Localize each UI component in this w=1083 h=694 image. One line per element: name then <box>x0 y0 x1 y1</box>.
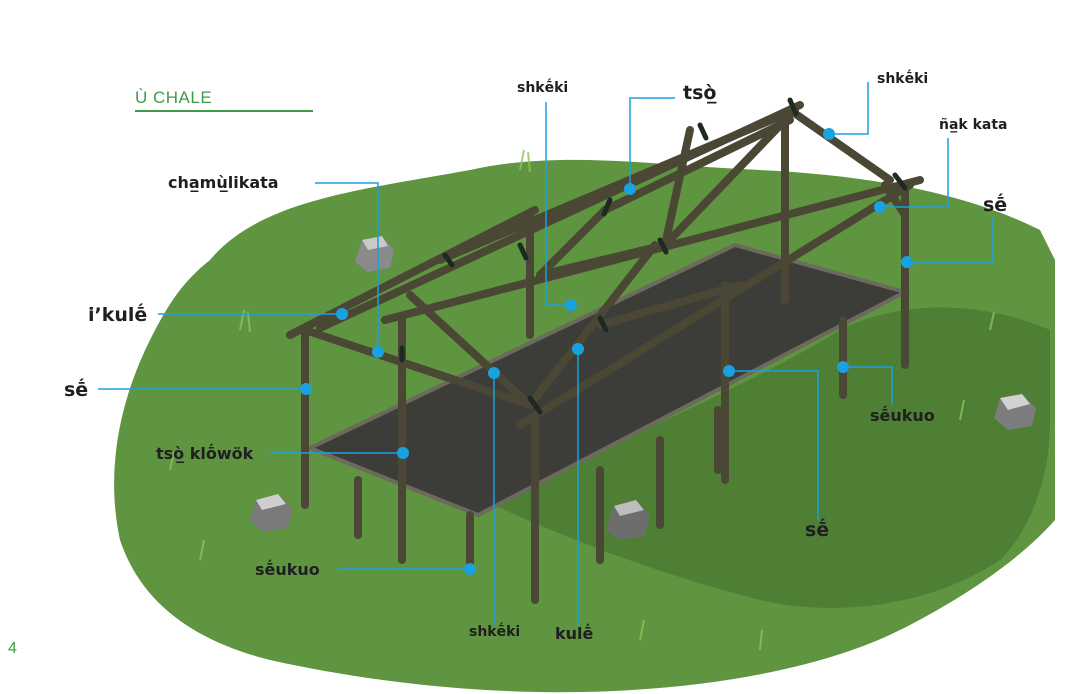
page-title: Ù CHALE <box>135 88 213 107</box>
label-seukuo-left: sḗukuo <box>255 560 320 579</box>
label-se-mid: sḗ <box>805 519 830 541</box>
rock <box>606 500 650 540</box>
label-se-right: sḗ <box>983 194 1008 216</box>
lashings <box>399 97 908 415</box>
label-tso-klowok: tsò̲ klṓwök <box>156 444 254 463</box>
label-shkeki-top: shkḗki <box>517 80 569 96</box>
label-se-left: sḗ <box>64 379 89 401</box>
leader-lines <box>98 82 994 626</box>
label-ikule: i’kulḗ <box>88 304 148 326</box>
label-shkeki-bottom: shkḗki <box>469 624 521 640</box>
rock <box>250 494 292 532</box>
label-chamulikata: cha̲mù̲likata <box>168 173 279 192</box>
label-seukuo-right: sḗukuo <box>870 406 935 425</box>
rock <box>994 394 1036 430</box>
label-tso: tsò̲ <box>683 82 717 104</box>
page-number: 4 <box>8 640 17 657</box>
title-underline <box>135 110 313 112</box>
grass-tufts <box>169 149 995 651</box>
label-shkeki-right: shkḗki <box>877 71 929 87</box>
label-nak-kata: ña̲k kata <box>939 117 1008 133</box>
label-kule-bottom: kulḗ <box>555 624 594 643</box>
rock <box>355 236 394 272</box>
leader-dots <box>300 128 913 575</box>
